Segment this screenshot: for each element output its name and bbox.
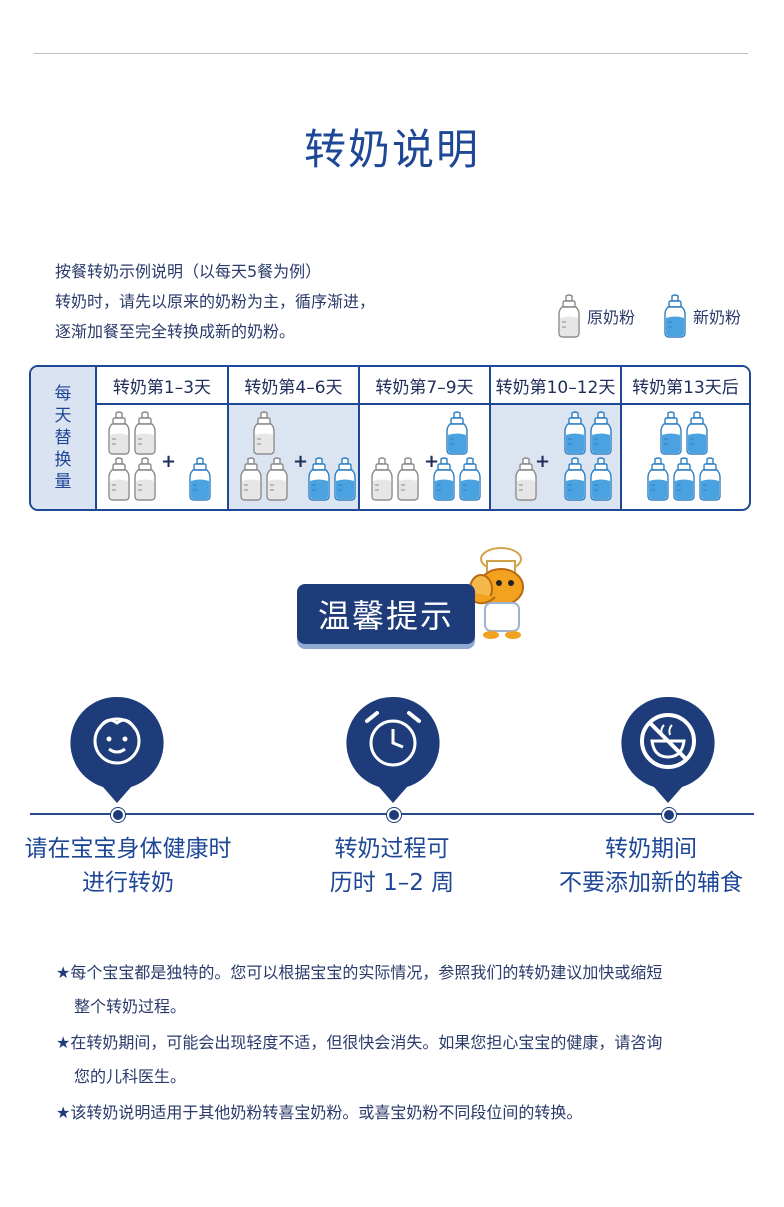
legend-new-label: 新奶粉	[693, 308, 742, 327]
note-item: ★该转奶说明适用于其他奶粉转喜宝奶粉。或喜宝奶粉不同段位间的转换。	[56, 1096, 756, 1130]
star-icon: ★	[56, 1103, 71, 1122]
tip-line-1: 转奶期间	[605, 836, 697, 862]
tip-banner: 温馨提示	[297, 584, 475, 644]
note-line-1: 在转奶期间，可能会出现轻度不适，但很快会消失。如果您担心宝宝的健康，请咨询	[70, 1033, 663, 1052]
plus-sign: +	[535, 451, 551, 472]
tip-line-2: 历时 1–2 周	[329, 870, 455, 896]
old-milk-bottle-icon	[134, 411, 156, 455]
table-column-day-13-plus: 转奶第13天后	[622, 367, 749, 509]
legend-new: 新奶粉	[663, 294, 741, 338]
note-line-2: 整个转奶过程。	[74, 997, 187, 1016]
schedule-table: 每 天 替 换 量 转奶第1–3天 + 转奶第4–6天 + 转奶第7–9天 + …	[29, 365, 751, 511]
timeline-dot	[662, 808, 676, 822]
tip-health: 请在宝宝身体健康时 进行转奶	[10, 832, 246, 900]
column-header: 转奶第13天后	[622, 367, 749, 405]
tip-line-1: 请在宝宝身体健康时	[24, 836, 232, 862]
side-header-char: 量	[54, 472, 72, 492]
note-item: ★在转奶期间，可能会出现轻度不适，但很快会消失。如果您担心宝宝的健康，请咨询 您…	[56, 1026, 756, 1094]
no-food-icon	[621, 696, 715, 803]
old-milk-bottle-icon	[240, 457, 262, 501]
old-milk-bottle-icon	[134, 457, 156, 501]
new-milk-bottle-icon	[564, 457, 586, 501]
column-body: +	[229, 405, 358, 509]
new-milk-bottle-icon	[660, 411, 682, 455]
new-milk-bottle-icon	[647, 457, 669, 501]
page-title: 转奶说明	[303, 125, 480, 174]
old-milk-bottle-icon	[108, 457, 130, 501]
note-line-1: 每个宝宝都是独特的。您可以根据宝宝的实际情况，参照我们的转奶建议加快或缩短	[70, 963, 663, 982]
top-divider	[34, 53, 748, 54]
alarm-clock-icon	[346, 696, 440, 803]
new-milk-bottle-icon	[686, 411, 708, 455]
table-column-day-10-12: 转奶第10–12天 +	[491, 367, 622, 509]
column-header: 转奶第4–6天	[229, 367, 358, 405]
column-header: 转奶第10–12天	[491, 367, 620, 405]
old-milk-bottle-icon	[253, 411, 275, 455]
new-milk-bottle-icon	[459, 457, 481, 501]
column-header: 转奶第1–3天	[97, 367, 227, 405]
legend-old-label: 原奶粉	[587, 308, 636, 327]
plus-sign: +	[161, 451, 177, 472]
note-line-1: 该转奶说明适用于其他奶粉转喜宝奶粉。或喜宝奶粉不同段位间的转换。	[70, 1103, 583, 1122]
plus-sign: +	[424, 451, 440, 472]
new-milk-bottle-icon	[590, 411, 612, 455]
new-milk-bottle-icon	[334, 457, 356, 501]
old-milk-bottle-icon	[266, 457, 288, 501]
column-header: 转奶第7–9天	[360, 367, 489, 405]
side-header-char: 天	[54, 406, 72, 426]
table-column-day-4-6: 转奶第4–6天 +	[229, 367, 360, 509]
note-item: ★每个宝宝都是独特的。您可以根据宝宝的实际情况，参照我们的转奶建议加快或缩短 整…	[56, 956, 756, 1024]
table-column-day-1-3: 转奶第1–3天 +	[97, 367, 229, 509]
tip-line-1: 转奶过程可	[334, 836, 450, 862]
star-icon: ★	[56, 1033, 71, 1052]
table-column-day-7-9: 转奶第7–9天 +	[360, 367, 491, 509]
old-milk-bottle-icon	[558, 294, 580, 338]
old-milk-bottle-icon	[397, 457, 419, 501]
new-milk-bottle-icon	[564, 411, 586, 455]
old-milk-bottle-icon	[108, 411, 130, 455]
new-milk-bottle-icon	[673, 457, 695, 501]
timeline-dot	[111, 808, 125, 822]
new-milk-bottle-icon	[699, 457, 721, 501]
new-milk-bottle-icon	[308, 457, 330, 501]
column-body: +	[360, 405, 489, 509]
side-header: 每 天 替 换 量	[31, 367, 97, 509]
side-header-char: 替	[54, 428, 72, 448]
old-milk-bottle-icon	[515, 457, 537, 501]
baby-face-icon	[70, 696, 164, 803]
note-line-2: 您的儿科医生。	[74, 1067, 187, 1086]
legend-old: 原奶粉	[557, 294, 635, 338]
intro-line-3: 逐渐加餐至完全转换成新的奶粉。	[55, 322, 296, 341]
side-header-char: 每	[54, 384, 72, 404]
old-milk-bottle-icon	[371, 457, 393, 501]
tip-no-new-food: 转奶期间 不要添加新的辅食	[544, 832, 758, 900]
tip-duration: 转奶过程可 历时 1–2 周	[290, 832, 494, 900]
new-milk-bottle-icon	[446, 411, 468, 455]
tip-line-2: 进行转奶	[82, 870, 174, 896]
tip-line-2: 不要添加新的辅食	[559, 870, 743, 896]
intro-line-2: 转奶时，请先以原来的奶粉为主，循序渐进，	[55, 292, 376, 311]
new-milk-bottle-icon	[189, 457, 211, 501]
star-icon: ★	[56, 963, 71, 982]
new-milk-bottle-icon	[664, 294, 686, 338]
column-body: +	[97, 405, 227, 509]
side-header-char: 换	[54, 450, 72, 470]
new-milk-bottle-icon	[433, 457, 455, 501]
column-body: +	[491, 405, 620, 509]
intro-line-1: 按餐转奶示例说明（以每天5餐为例）	[55, 262, 322, 281]
timeline-dot	[387, 808, 401, 822]
new-milk-bottle-icon	[590, 457, 612, 501]
plus-sign: +	[293, 451, 309, 472]
column-body	[622, 405, 749, 509]
